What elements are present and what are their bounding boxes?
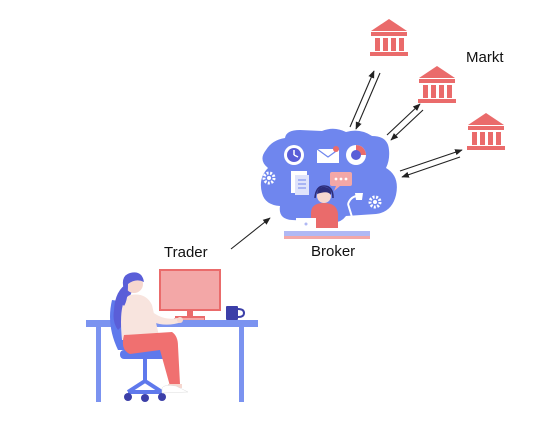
bank-icon (418, 66, 456, 103)
trader-illustration (86, 269, 258, 402)
arrow-to-bank-3 (399, 149, 463, 172)
arrow-from-bank-3 (401, 156, 461, 178)
broker-person (311, 185, 338, 228)
arrow-to-bank-2 (386, 103, 421, 136)
desk-lamp-icon (347, 193, 363, 231)
chat-bubble-icon (330, 172, 352, 191)
arrow-from-bank-2 (390, 109, 424, 141)
gear-icon (368, 195, 382, 209)
laptop-icon (296, 218, 316, 231)
broker-label: Broker (311, 243, 356, 260)
broker-market-arrows (349, 70, 463, 178)
trader-person (113, 272, 189, 394)
market-label: Markt (466, 49, 504, 66)
monitor (159, 269, 221, 311)
gear-icon (262, 171, 276, 185)
bank-icon (370, 19, 408, 56)
broker-desk-edge (284, 236, 370, 239)
mail-icon (316, 146, 340, 163)
headset-icon (314, 185, 334, 199)
clock-icon (284, 145, 304, 165)
pie-chart-icon (346, 145, 366, 165)
trader-to-broker-arrow (230, 217, 271, 250)
broker-desk (284, 231, 370, 236)
document-icon (291, 171, 309, 195)
arrow-to-bank-1 (349, 70, 375, 128)
trader-label: Trader (164, 244, 208, 261)
arrow-from-bank-1 (355, 72, 381, 130)
mug-icon (226, 306, 246, 320)
bank-icon (467, 113, 505, 150)
broker-illustration (260, 128, 397, 239)
